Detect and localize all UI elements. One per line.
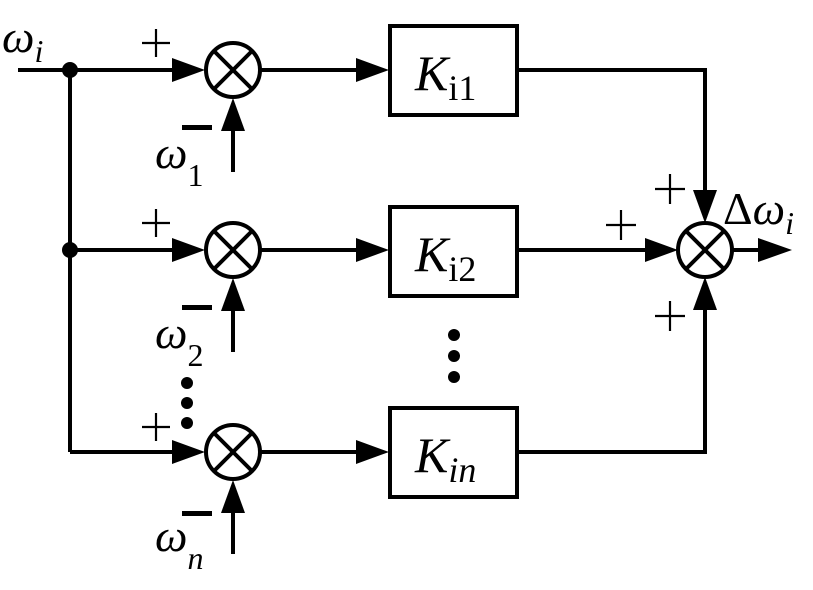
ellipsis-left xyxy=(181,377,193,429)
junction-dot-1 xyxy=(62,62,78,78)
arrowhead-sum-bottom xyxy=(693,277,717,310)
gain-label-n: Kin xyxy=(414,427,476,490)
minus-sign-2 xyxy=(182,305,212,310)
gain-block-2 xyxy=(388,205,519,298)
arrowhead-rown-summer xyxy=(172,440,205,464)
arrowhead-sum-top xyxy=(693,190,717,223)
rown-gain-to-sum-line xyxy=(517,310,707,454)
plus-sign-sum-left xyxy=(606,210,636,240)
gain-label-2: Ki2 xyxy=(414,226,476,289)
plus-sign-2 xyxy=(142,209,170,237)
row1-gain-to-sum-line xyxy=(517,68,707,190)
arrowhead-row1-gain xyxy=(356,58,389,82)
arrowhead-row2-gain xyxy=(356,238,389,262)
arrowhead-output xyxy=(758,238,792,262)
gain-label-1: Ki1 xyxy=(414,45,476,108)
output-label: Δωi xyxy=(723,183,794,241)
arrowhead-row1-ref xyxy=(221,98,245,131)
arrowhead-rown-gain xyxy=(356,440,389,464)
arrowhead-sum-left xyxy=(645,238,678,262)
plus-sign-n xyxy=(142,413,170,441)
gain-block-1 xyxy=(388,24,519,117)
arrowhead-row1-summer xyxy=(172,58,205,82)
ref-label-1: ω1 xyxy=(155,127,203,193)
arrowhead-row2-ref xyxy=(221,278,245,311)
gain-block-n xyxy=(388,406,519,499)
summer-1 xyxy=(204,41,262,99)
plus-sign-sum-bottom xyxy=(655,301,685,331)
summer-n xyxy=(204,423,262,481)
plus-sign-1 xyxy=(142,29,170,57)
arrowhead-row2-summer xyxy=(172,238,205,262)
ref-label-2: ω2 xyxy=(155,307,203,373)
junction-dot-2 xyxy=(62,242,78,258)
ellipsis-middle xyxy=(448,329,460,383)
minus-sign-n xyxy=(182,511,212,516)
ref-label-n: ωn xyxy=(155,510,203,576)
arrowhead-rown-ref xyxy=(221,480,245,513)
minus-sign-1 xyxy=(182,125,212,130)
plus-sign-sum-top xyxy=(655,174,685,204)
input-label: ωi xyxy=(2,11,43,69)
summer-2 xyxy=(204,221,262,279)
